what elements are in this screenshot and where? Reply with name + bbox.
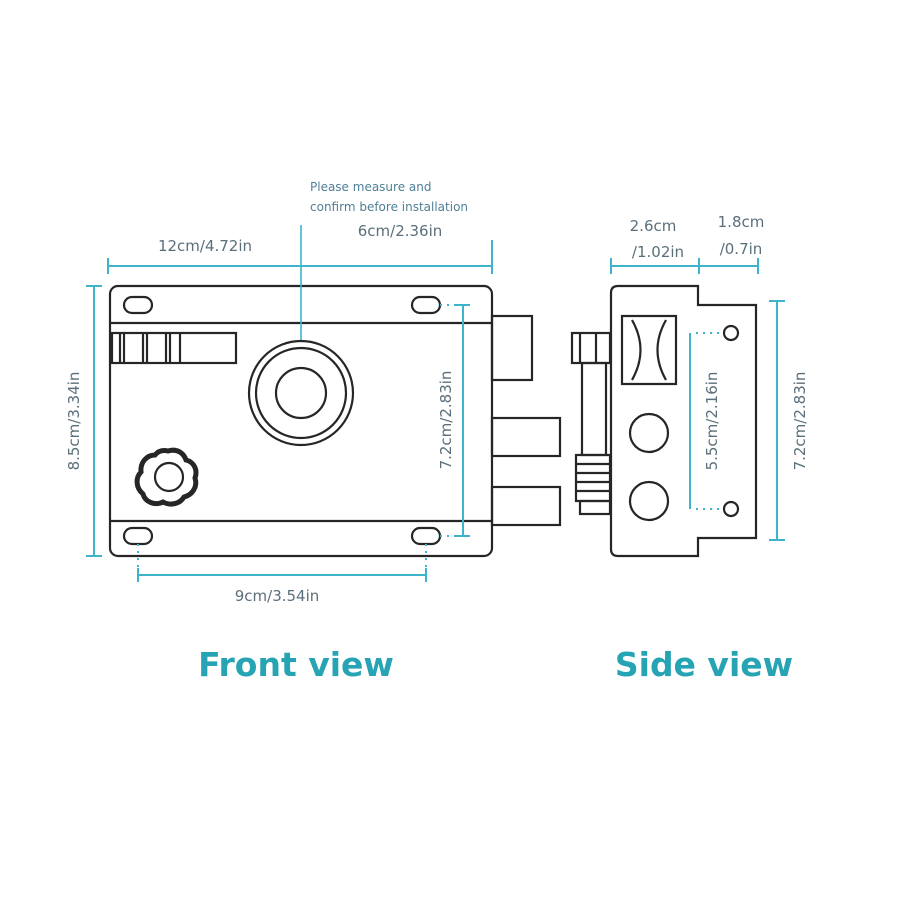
side-height-dimension bbox=[769, 300, 785, 541]
front-view-caption: Front view bbox=[198, 645, 394, 684]
side-hole-upper bbox=[628, 412, 670, 454]
side-height-label: 7.2cm/2.83in bbox=[791, 372, 809, 471]
side-top-left-line2: /1.02in bbox=[632, 243, 684, 261]
hole-vertical-dimension bbox=[440, 304, 470, 537]
side-top-right-line2: /0.7in bbox=[720, 240, 763, 258]
side-view: 5.5cm/2.16in 7.2cm/2.83in 2.6cm /1.02in … bbox=[570, 213, 809, 684]
mount-slot-bottom-right bbox=[410, 526, 442, 546]
note-line-1: Please measure and bbox=[310, 180, 431, 194]
side-hole-dimension bbox=[689, 332, 724, 510]
height-dimension bbox=[86, 285, 102, 557]
side-screw-top bbox=[722, 324, 740, 342]
mount-slot-bottom-left bbox=[122, 526, 154, 546]
side-lock-body bbox=[609, 284, 758, 558]
side-top-dimension bbox=[610, 258, 759, 274]
latch-slide bbox=[110, 331, 238, 365]
width-dimension bbox=[107, 240, 493, 274]
front-height-label: 8.5cm/3.34in bbox=[65, 372, 83, 471]
front-hole-vertical-label: 7.2cm/2.83in bbox=[437, 371, 455, 470]
thumb-knob bbox=[134, 447, 199, 507]
side-handle bbox=[570, 331, 612, 516]
front-center-label: 6cm/2.36in bbox=[358, 222, 443, 240]
side-view-caption: Side view bbox=[615, 645, 793, 684]
mount-slot-top-left bbox=[122, 295, 154, 315]
side-screw-bottom bbox=[722, 500, 740, 518]
side-hole-lower bbox=[628, 480, 670, 522]
hole-horizontal-dimension bbox=[137, 544, 427, 582]
front-hole-horizontal-label: 9cm/3.54in bbox=[235, 587, 320, 605]
key-cylinder bbox=[247, 339, 355, 447]
mount-slot-top-right bbox=[410, 295, 442, 315]
front-bolts bbox=[490, 314, 562, 527]
side-spool bbox=[620, 314, 678, 386]
front-view: 12cm/4.72in 6cm/2.36in Please measure an… bbox=[65, 180, 562, 684]
note-line-2: confirm before installation bbox=[310, 200, 468, 214]
front-width-label: 12cm/4.72in bbox=[158, 237, 252, 255]
side-top-left-line1: 2.6cm bbox=[630, 217, 677, 235]
side-top-right-line1: 1.8cm bbox=[718, 213, 765, 231]
side-hole-label: 5.5cm/2.16in bbox=[703, 372, 721, 471]
